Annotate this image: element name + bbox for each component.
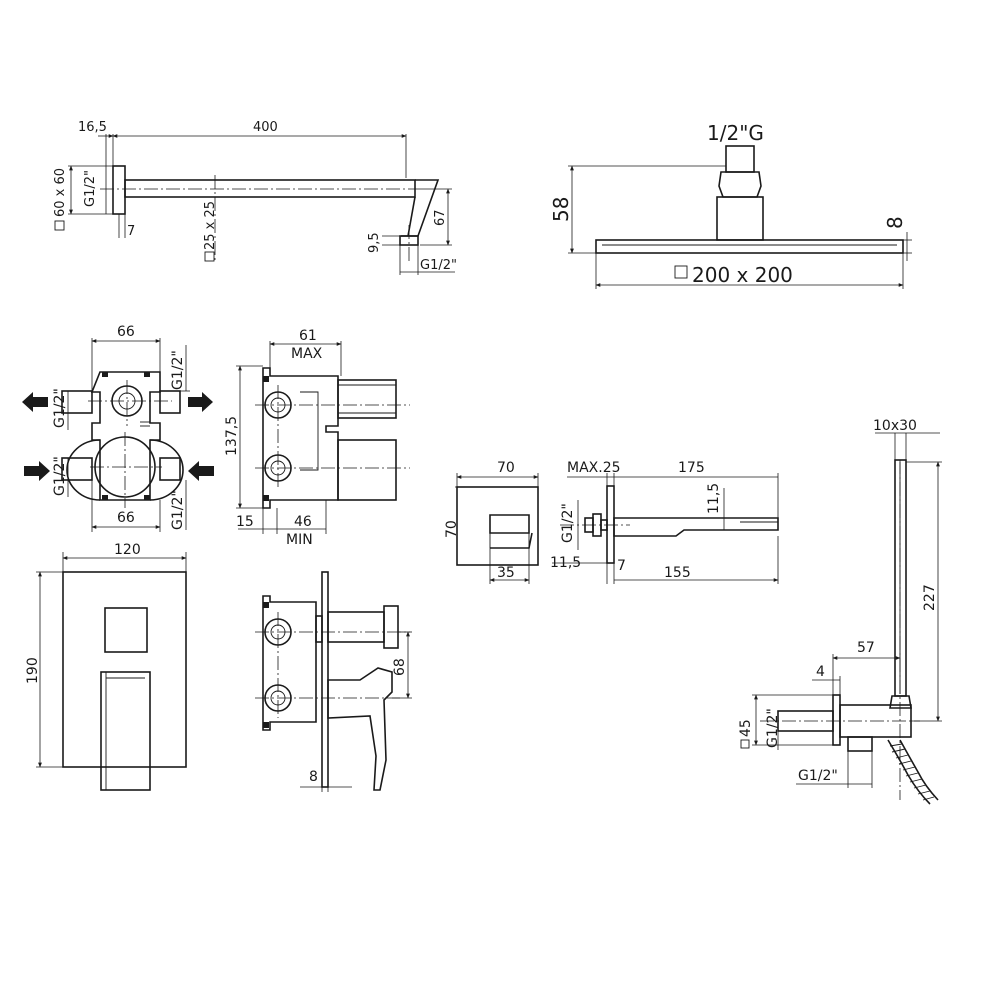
arm-drop-label: 67 xyxy=(433,209,448,226)
shower-head-drawing: 1/2"G 58 8 200 x 200 xyxy=(549,121,912,289)
hand-shower-wall-flange xyxy=(832,694,841,746)
hand-shower-section-label: 10x30 xyxy=(873,418,917,434)
spout-side-body xyxy=(613,517,779,537)
valve-side-min-note: MIN xyxy=(286,532,313,548)
head-connector-top xyxy=(725,145,755,173)
valve-side-depth-label: 61 xyxy=(299,328,317,344)
valve-thread-top-right-label: G1/2" xyxy=(170,350,186,390)
spout-side-base-offset-label: 11,5 xyxy=(550,555,581,571)
flow-in-right-arrow-icon xyxy=(188,461,214,481)
spout-side-length-label: 175 xyxy=(678,460,705,476)
valve-side-outline xyxy=(262,367,339,509)
spout-front-plate xyxy=(456,486,539,566)
cover-plate-outline xyxy=(62,571,187,768)
square-section-icon xyxy=(740,739,750,749)
flow-out-right-arrow-icon xyxy=(188,392,213,412)
cover-plate-diverter-knob xyxy=(104,607,148,653)
flow-in-left-arrow-icon xyxy=(24,461,50,481)
cover-plate-lever xyxy=(100,671,151,791)
hand-shower-wall-gap-label: 4 xyxy=(816,664,825,680)
arm-flange-offset-label: 16,5 xyxy=(78,120,107,135)
spout-front-outlet xyxy=(489,514,530,534)
head-size-label: 200 x 200 xyxy=(692,263,793,287)
valve-side-min-depth-2-label: 46 xyxy=(294,514,312,530)
spout-front-outlet-width-label: 35 xyxy=(497,565,515,581)
valve-side-upper-cartridge xyxy=(337,379,397,419)
valve-body-side-drawing: 61 MAX 137,5 15 46 MIN xyxy=(224,328,410,548)
hand-shower-thread-out-label: G1/2" xyxy=(798,768,838,784)
head-thread-label: 1/2"G xyxy=(707,121,764,145)
valve-side-height-label: 137,5 xyxy=(224,416,240,456)
flow-out-left-arrow-icon xyxy=(22,392,48,412)
hand-shower-drawing: 10x30 227 57 4 45 G1/2" G1/2" xyxy=(738,418,942,805)
mixer-plate-thickness-label: 8 xyxy=(309,769,318,785)
arm-wall-flange xyxy=(112,165,126,215)
valve-front-width-top-label: 66 xyxy=(117,324,135,340)
spout-side-flange-depth-label: 7 xyxy=(617,558,626,574)
valve-thread-bottom-right-label: G1/2" xyxy=(170,490,186,530)
arm-tube xyxy=(124,179,416,198)
arm-outlet-height-label: 9,5 xyxy=(367,232,382,253)
spout-side-projection-label: 155 xyxy=(664,565,691,581)
valve-front-width-bottom-label: 66 xyxy=(117,510,135,526)
spout-side-drawing: MAX.25 175 11,5 G1/2" 11,5 7 155 xyxy=(550,460,779,584)
hand-shower-hose xyxy=(887,739,931,805)
valve-side-max-note: MAX xyxy=(291,346,323,362)
arm-elbow xyxy=(401,179,440,237)
spout-front-width-label: 70 xyxy=(497,460,515,476)
square-section-icon xyxy=(204,251,215,262)
mixer-side-wall-plate xyxy=(321,571,329,788)
head-plate-thickness-label: 8 xyxy=(883,216,907,229)
cover-width-label: 120 xyxy=(114,542,141,558)
cover-plate-drawing: 120 190 xyxy=(25,542,187,791)
hand-shower-offset-label: 57 xyxy=(857,640,875,656)
mixer-side-diverter-stem xyxy=(327,611,385,643)
valve-side-min-depth-label: 15 xyxy=(236,514,254,530)
spout-front-height-label: 70 xyxy=(444,520,460,538)
square-section-icon xyxy=(54,220,65,231)
valve-thread-top-left-label: G1/2" xyxy=(52,388,68,428)
arm-thread-out-label: G1/2" xyxy=(420,258,457,273)
spout-side-thread-label: G1/2" xyxy=(560,503,576,543)
arm-length-label: 400 xyxy=(253,120,278,135)
hand-shower-length-label: 227 xyxy=(922,584,938,611)
valve-thread-bottom-left-label: G1/2" xyxy=(52,456,68,496)
spout-side-outlet-height-label: 11,5 xyxy=(706,483,722,514)
mixer-side-drawing: 68 8 xyxy=(255,571,412,792)
arm-flange-size-label: 60 x 60 xyxy=(53,168,68,217)
cover-height-label: 190 xyxy=(25,657,41,684)
hand-shower-handle xyxy=(894,459,907,697)
shower-arm-drawing: 16,5 400 60 x 60 G1/2" 7 25 x 25 9,5 67 … xyxy=(53,120,457,275)
arm-thread-in-label: G1/2" xyxy=(83,170,98,207)
valve-side-lower-cartridge xyxy=(337,439,397,501)
hand-shower-flange-size-label: 45 xyxy=(738,719,754,737)
spout-side-flange xyxy=(606,485,615,564)
spout-front-drawing: 70 70 35 xyxy=(444,460,539,584)
head-stem xyxy=(716,196,764,241)
square-section-icon xyxy=(674,265,688,279)
arm-flange-depth-label: 7 xyxy=(127,224,135,239)
head-height-label: 58 xyxy=(549,197,573,222)
mixer-handle-offset-label: 68 xyxy=(392,658,408,676)
mixer-side-lever xyxy=(327,667,393,791)
spout-side-max-label: MAX.25 xyxy=(567,460,621,476)
valve-front-outline xyxy=(90,371,161,501)
arm-tube-section-label: 25 x 25 xyxy=(203,201,218,250)
head-plate xyxy=(595,239,904,254)
valve-body-front-drawing: 66 66 G1/2" G1/2" G1/2" G1/2" xyxy=(22,324,214,532)
hand-shower-thread-in-label: G1/2" xyxy=(765,708,781,748)
